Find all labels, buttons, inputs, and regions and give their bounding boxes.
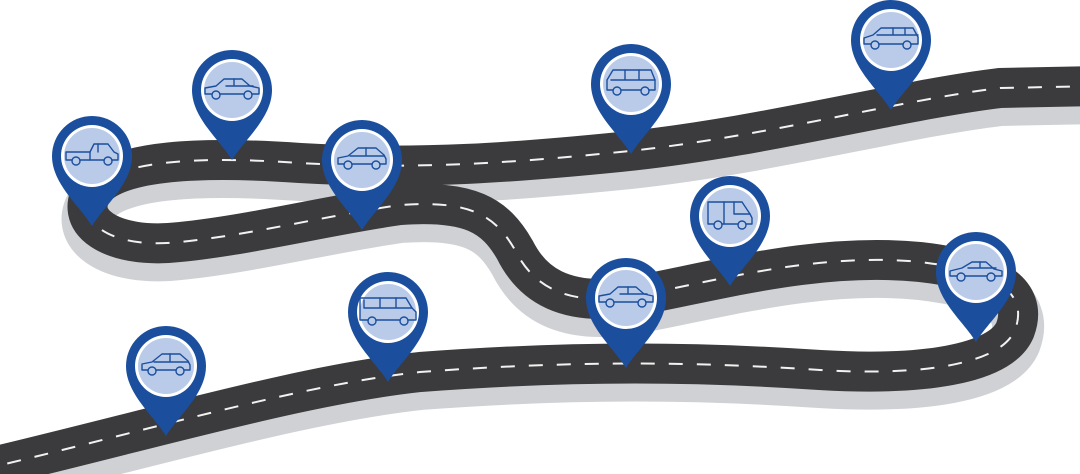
lane-marking bbox=[0, 85, 1080, 467]
map-pin-9 bbox=[348, 272, 428, 382]
map-pin-1 bbox=[52, 116, 132, 226]
map-pin-2 bbox=[192, 50, 272, 160]
winding-road bbox=[0, 66, 1080, 474]
map-pin-8 bbox=[936, 232, 1016, 342]
map-pin-4 bbox=[591, 44, 671, 154]
location-pins bbox=[52, 0, 1016, 436]
map-pin-3 bbox=[322, 120, 402, 230]
map-pin-7 bbox=[586, 258, 666, 368]
map-pin-10 bbox=[126, 326, 206, 436]
map-pin-6 bbox=[690, 176, 770, 286]
map-pin-5 bbox=[851, 0, 931, 110]
